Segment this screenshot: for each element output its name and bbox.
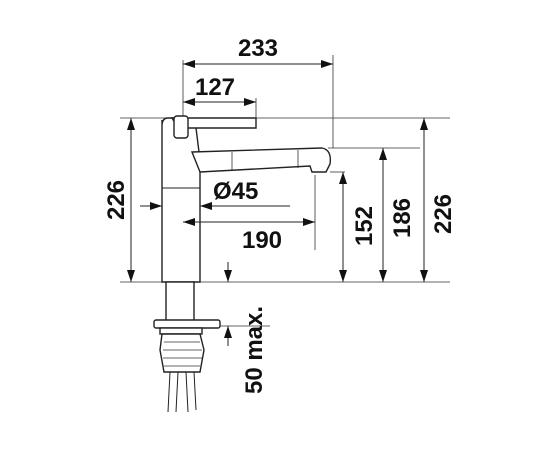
arrow-152-top	[339, 172, 347, 184]
supply-hose-2	[175, 371, 179, 413]
label-226-left: 226	[103, 180, 130, 220]
label-233: 233	[238, 35, 278, 62]
arrow-226-right-top	[420, 118, 428, 130]
mounting-plate	[153, 319, 221, 329]
arrow-127-right	[244, 98, 256, 106]
lever-hub	[173, 115, 189, 139]
label-226-right: 226	[430, 194, 457, 234]
arrow-50-bottom	[224, 326, 232, 338]
arrow-152-bottom	[339, 270, 347, 282]
arrow-127-left	[183, 98, 195, 106]
supply-hose-4	[193, 371, 197, 411]
mounting-washer	[159, 327, 203, 335]
dim-spout-reach: 190	[183, 218, 315, 254]
arrow-226-right-bottom	[420, 270, 428, 282]
arrow-233-left	[183, 60, 195, 68]
arrow-233-right	[321, 60, 333, 68]
threaded-shank	[159, 333, 205, 373]
arrow-45-right	[200, 202, 212, 210]
lower-column	[165, 281, 195, 323]
arrow-190-left	[183, 218, 195, 226]
faucet-spout	[190, 147, 332, 173]
label-190: 190	[242, 227, 282, 254]
dim-height-left: 226	[103, 118, 135, 282]
arrow-226-left-top	[127, 118, 135, 130]
dim-height-right: 226	[420, 118, 457, 282]
arrow-50-top	[224, 270, 232, 282]
arrow-226-left-bottom	[127, 270, 135, 282]
label-186: 186	[389, 198, 416, 238]
dim-lever-reach: 127	[183, 74, 256, 106]
supply-hose-3	[185, 371, 189, 413]
dim-spout-height-2: 186	[379, 148, 416, 282]
dim-total-reach: 233	[183, 35, 333, 68]
dim-spout-height-1: 152	[339, 172, 378, 282]
arrow-45-left	[150, 202, 162, 210]
faucet-body	[153, 115, 332, 413]
label-152: 152	[351, 206, 378, 246]
label-50-max: 50 max.	[241, 306, 268, 394]
label-diameter: Ø45	[213, 178, 258, 205]
label-127: 127	[195, 74, 235, 101]
dim-diameter: Ø45	[140, 178, 290, 210]
supply-hose-1	[167, 371, 171, 413]
arrow-186-top	[379, 148, 387, 160]
arrow-190-right	[303, 218, 315, 226]
arrow-186-bottom	[379, 270, 387, 282]
dim-deck-thickness: 50 max.	[224, 262, 268, 394]
faucet-column	[161, 117, 201, 283]
